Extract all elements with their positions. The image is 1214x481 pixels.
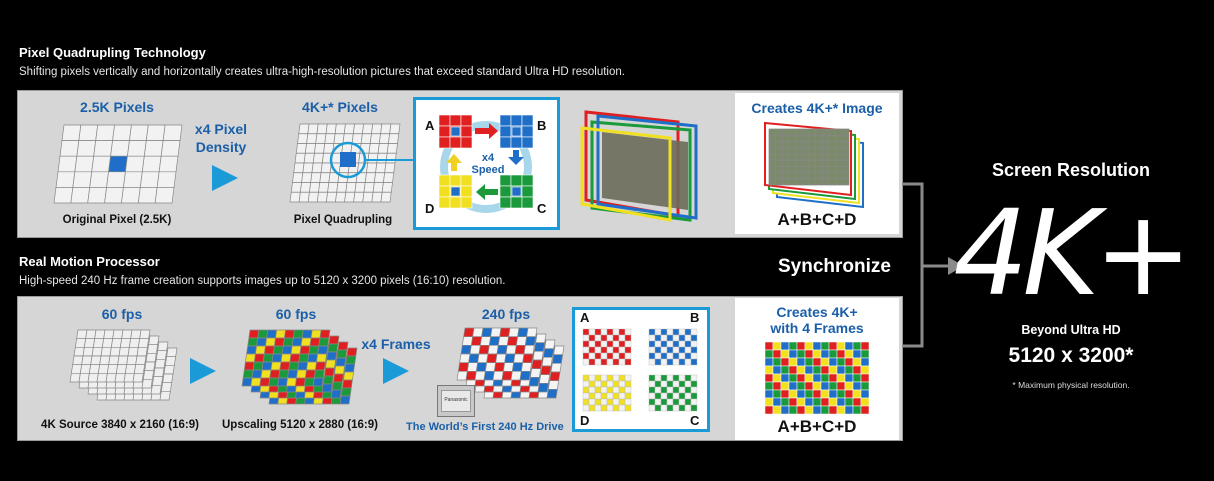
top-formula: A+B+C+D [777, 210, 857, 229]
quad-label-b: B [537, 118, 547, 133]
bottom-formula: A+B+C+D [777, 417, 857, 436]
x4-pixel-density-label: x4 Pixel Density [194, 121, 248, 155]
x4-frames-label: x4 Frames [361, 336, 431, 352]
arrow-right-icon [190, 358, 216, 384]
real-motion-processor-subtitle: High-speed 240 Hz frame creation support… [19, 275, 506, 287]
four-frames-graphic [582, 328, 698, 412]
screen-resolution-title: Screen Resolution [991, 160, 1151, 180]
fps-240-label: 240 fps [481, 306, 531, 322]
synchronize-connector [902, 182, 964, 348]
chip-label: Panasonic [444, 397, 468, 403]
frames-240-stack [456, 327, 565, 399]
grid-2-5k-icon [53, 124, 183, 204]
quad-label-a: A [425, 118, 435, 133]
creates-4k-image-title: Creates 4K+* Image [751, 100, 883, 116]
creates-4k-image-box: Creates 4K+* Image A+B+C+D [735, 93, 899, 234]
creates-4k-frames-title: Creates 4K+ with 4 Frames [770, 304, 864, 336]
quad-label-c: C [537, 201, 547, 216]
stacked-image-graphic [764, 121, 864, 209]
frame-label-c: C [690, 413, 700, 428]
frame-label-a: A [580, 310, 590, 325]
pixel-quadrupling-title: Pixel Quadrupling Technology [19, 45, 206, 60]
quad-speed-label: x4 Speed [471, 152, 505, 176]
label-4k-pixels: 4K+* Pixels [302, 99, 378, 115]
worlds-first-240hz-caption: The World’s First 240 Hz Drive [406, 421, 564, 433]
quad-shift-graphic [438, 114, 534, 213]
beyond-ultra-hd-label: Beyond Ultra HD [1021, 323, 1121, 337]
upscaled-frames-stack [241, 329, 358, 405]
real-motion-processor-title: Real Motion Processor [19, 254, 160, 269]
fps-60-upscaled-label: 60 fps [275, 306, 317, 322]
source-frames-stack [69, 329, 178, 401]
arrow-right-icon [212, 165, 238, 191]
caption-upscaling: Upscaling 5120 x 2880 (16:9) [222, 419, 378, 431]
arrow-right-icon [383, 358, 409, 384]
quad-label-d: D [425, 201, 435, 216]
synchronize-label: Synchronize [778, 256, 891, 277]
resolution-value: 5120 x 3200* [1008, 344, 1134, 367]
frame-label-b: B [690, 310, 700, 325]
caption-4k-source: 4K Source 3840 x 2160 (16:9) [41, 419, 199, 431]
fps-60-source-label: 60 fps [101, 306, 143, 322]
pixel-quadrupling-subtitle: Shifting pixels vertically and horizonta… [19, 66, 625, 78]
big-4k-plus-text: 4K+ [953, 184, 1192, 322]
combined-rgb-grid [764, 341, 870, 415]
label-2-5k-pixels: 2.5K Pixels [80, 99, 154, 115]
caption-original-pixel: Original Pixel (2.5K) [62, 214, 172, 226]
overlapping-frames-graphic [580, 110, 698, 222]
creates-4k-frames-box: Creates 4K+ with 4 Frames A+B+C+D [735, 298, 899, 440]
frame-label-d: D [580, 413, 590, 428]
grid-4k-icon [289, 123, 416, 203]
panasonic-chip-icon: Panasonic [437, 385, 475, 417]
caption-pixel-quadrupling: Pixel Quadrupling [293, 214, 393, 226]
footnote: * Maximum physical resolution. [1012, 380, 1130, 390]
